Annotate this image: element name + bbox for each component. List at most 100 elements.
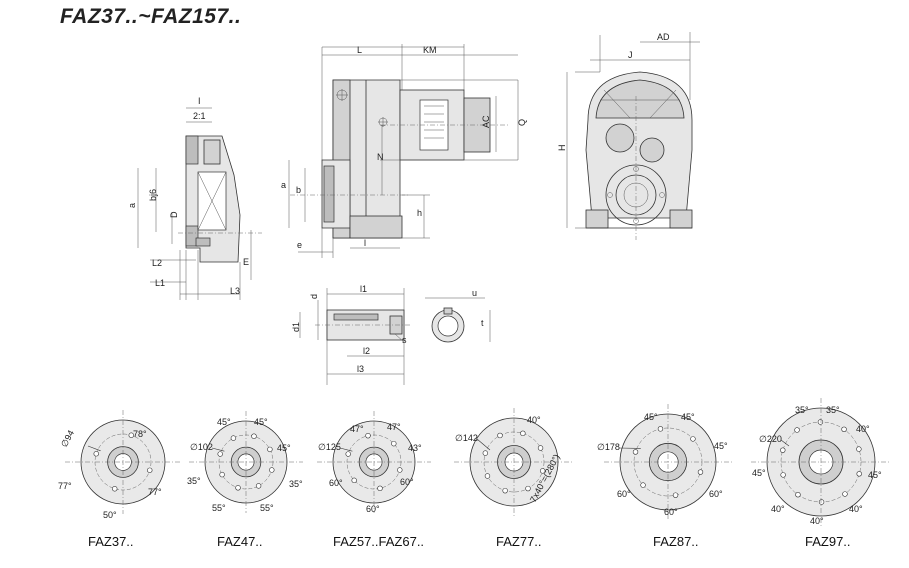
- bolt-hole: [841, 426, 847, 433]
- flange-angle-label: 35°: [795, 405, 809, 415]
- flange-angle-label: 60°: [617, 489, 631, 499]
- bolt-hole: [818, 499, 825, 505]
- bolt-hole: [235, 485, 241, 491]
- flange-angle-label: 40°: [527, 415, 541, 425]
- bolt-hole: [128, 432, 134, 438]
- bolt-hole: [537, 445, 544, 451]
- flange-caption: FAZ47..: [217, 534, 263, 549]
- flange-angle-label: 47°: [350, 424, 364, 434]
- flange-angle-label: 35°: [187, 476, 201, 486]
- dim-H: H: [557, 145, 567, 152]
- flange-angle-label: 60°: [366, 504, 380, 514]
- dim-l1: l1: [360, 284, 367, 294]
- flange-diameter: ∅178: [597, 442, 620, 452]
- flange-angle-label: 45°: [752, 468, 766, 478]
- diameter-leader: [211, 447, 225, 452]
- dim-L3: L3: [230, 286, 240, 296]
- flange-caption: FAZ97..: [805, 534, 851, 549]
- bolt-hole: [697, 469, 704, 475]
- flange-angle-label: 55°: [212, 503, 226, 513]
- flange-diameter: ∅94: [59, 428, 76, 448]
- bolt-hole: [351, 477, 357, 484]
- bolt-hole: [255, 483, 262, 489]
- flange-angle-label: 35°: [826, 405, 840, 415]
- bolt-hole: [484, 473, 491, 479]
- bolt-hole: [657, 426, 664, 432]
- bolt-hole: [267, 446, 273, 453]
- flange-angle-label: 43°: [408, 443, 422, 453]
- bolt-hole: [856, 471, 862, 477]
- front-view: AD J H: [557, 32, 700, 240]
- dim-bj6: bj6: [148, 189, 158, 201]
- flange-angle-label: 55°: [260, 503, 274, 513]
- flange-angle-label: 45°: [681, 412, 695, 422]
- flange-angle-label: 47°: [387, 422, 401, 432]
- dim-L2: L2: [152, 258, 162, 268]
- dim-a-side: a: [281, 180, 286, 190]
- dim-e: e: [297, 240, 302, 250]
- bolt-hole: [251, 433, 257, 439]
- dim-AC: AC: [481, 115, 491, 128]
- bolt-hole: [345, 451, 351, 457]
- bolt-hole: [377, 485, 383, 492]
- dim-l-side: l: [364, 238, 366, 248]
- flange-angle-label: 45°: [868, 470, 882, 480]
- flange-caption: FAZ37..: [88, 534, 134, 549]
- flange-angle-label: 77°: [58, 481, 72, 491]
- dim-l2: l2: [363, 346, 370, 356]
- dim-t: t: [481, 318, 484, 328]
- flange-angle-label: 45°: [714, 441, 728, 451]
- bolt-hole: [147, 467, 153, 473]
- dim-D: D: [169, 211, 179, 218]
- dim-u: u: [472, 288, 477, 298]
- dim-Q: Q: [517, 119, 527, 126]
- bolt-hole: [672, 492, 679, 498]
- flange-diameter: ∅142: [455, 433, 478, 443]
- flange-angle-label: 40°: [856, 424, 870, 434]
- flange-caption: FAZ57..FAZ67..: [333, 534, 424, 549]
- bolt-hole: [640, 482, 646, 488]
- flange-angle-label: 35°: [289, 479, 303, 489]
- dim-L: L: [357, 45, 362, 55]
- dim-d: d: [309, 294, 319, 299]
- detail-scale: 2:1: [193, 111, 206, 121]
- bolt-hole: [794, 427, 800, 433]
- flange-angle-label: 45°: [254, 417, 268, 427]
- flange-angle-label: 40°: [771, 504, 785, 514]
- bolt-hole: [856, 446, 862, 452]
- bolt-hole: [525, 485, 531, 492]
- bolt-hole: [780, 472, 786, 478]
- dim-J: J: [628, 50, 633, 60]
- bolt-hole: [112, 486, 118, 492]
- side-view: L KM AC Q N l h a: [281, 44, 527, 258]
- flange-angle-label: 78°: [133, 429, 147, 439]
- bolt-hole: [502, 487, 508, 494]
- bolt-hole: [217, 451, 223, 457]
- bolt-hole: [397, 467, 403, 473]
- bolt-hole: [230, 435, 237, 441]
- shaft-view: l1 d d1 l2 l3 s u t: [291, 284, 491, 385]
- bolt-hole: [539, 468, 546, 474]
- dim-E: E: [243, 257, 249, 267]
- flange-angle-label: 60°: [664, 507, 678, 517]
- flange-angle-label: 60°: [709, 489, 723, 499]
- bolt-hole: [497, 432, 503, 439]
- flange-angle-label: 40°: [849, 504, 863, 514]
- dim-d1: d1: [291, 322, 301, 332]
- bolt-hole: [520, 430, 526, 437]
- diameter-leader: [87, 445, 101, 452]
- flange-angle-label: 77°: [148, 487, 162, 497]
- dim-KM: KM: [423, 45, 437, 55]
- bolt-hole: [391, 440, 397, 447]
- bolt-hole: [690, 436, 696, 442]
- flange-caption: FAZ77..: [496, 534, 542, 549]
- dim-l3: l3: [357, 364, 364, 374]
- diameter-leader: [780, 439, 790, 447]
- bolt-hole: [219, 471, 225, 478]
- diameter-leader: [339, 447, 353, 452]
- diagram-title: FAZ37..~FAZ157..: [60, 5, 242, 28]
- dim-AD: AD: [657, 32, 670, 42]
- bolt-hole: [817, 419, 824, 425]
- flange-angle-label: 40°: [810, 516, 824, 526]
